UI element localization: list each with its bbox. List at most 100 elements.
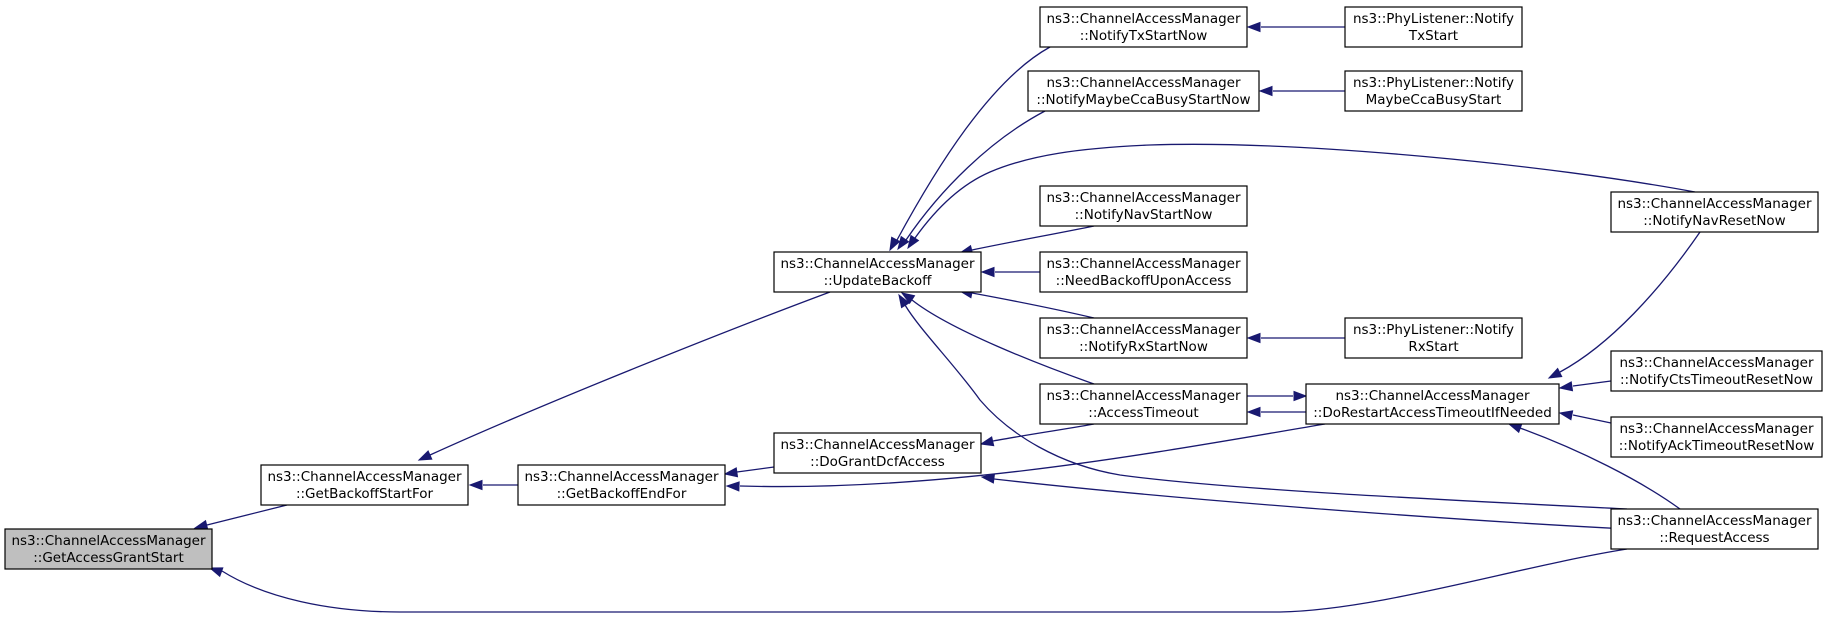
node-dgda[interactable]: ns3::ChannelAccessManager::DoGrantDcfAcc… [773, 432, 982, 474]
node-label-line2: ::NotifyNavStartNow [1075, 207, 1213, 223]
node-label-line2: ::DoRestartAccessTimeoutIfNeeded [1313, 405, 1552, 421]
node-label-line1: ns3::ChannelAccessManager [1046, 322, 1241, 338]
node-box[interactable] [1610, 350, 1823, 392]
arrow-head [208, 567, 224, 578]
edge-line [911, 299, 1095, 385]
edge-line [971, 225, 1095, 251]
edge-line [896, 46, 1051, 241]
node-ub[interactable]: ns3::ChannelAccessManager::UpdateBackoff [773, 251, 982, 293]
node-box[interactable] [1039, 185, 1248, 227]
node-nmcbs[interactable]: ns3::ChannelAccessManager::NotifyMaybeCc… [1027, 70, 1260, 112]
node-box[interactable] [1027, 70, 1260, 112]
arrow-head [1246, 406, 1261, 418]
node-label-line2: ::NeedBackoffUponAccess [1056, 273, 1232, 289]
node-drat[interactable]: ns3::ChannelAccessManager::DoRestartAcce… [1305, 383, 1560, 425]
edge-line [221, 548, 1628, 613]
arrow-head [1558, 410, 1574, 421]
edge-line [429, 291, 831, 456]
edge-nnavr-to-drat [1547, 231, 1701, 379]
node-box[interactable] [773, 251, 982, 293]
arrow-head [897, 235, 910, 251]
node-gbsf[interactable]: ns3::ChannelAccessManager::GetBackoffSta… [260, 464, 469, 506]
node-nbua[interactable]: ns3::ChannelAccessManager::NeedBackoffUp… [1039, 251, 1248, 293]
node-label-line1: ns3::ChannelAccessManager [11, 533, 206, 549]
arrow-head [1507, 423, 1523, 434]
edge-ub-to-gbsf [417, 291, 831, 461]
node-label-line1: ns3::ChannelAccessManager [524, 469, 719, 485]
root-node-box[interactable] [4, 528, 213, 570]
node-ntxs[interactable]: ns3::ChannelAccessManager::NotifyTxStart… [1039, 6, 1248, 48]
node-label-line1: ns3::ChannelAccessManager [1046, 388, 1241, 404]
edge-line [992, 423, 1095, 442]
node-label-line2: ::GetBackoffStartFor [296, 486, 434, 502]
node-label-line1: ns3::ChannelAccessManager [1046, 11, 1241, 27]
edge-drat-to-gbef [725, 423, 1326, 492]
node-box[interactable] [517, 464, 726, 506]
node-label-line1: ns3::PhyListener::Notify [1353, 11, 1514, 27]
node-box[interactable] [773, 432, 982, 474]
edge-line [1519, 427, 1681, 510]
arrow-head [979, 436, 995, 447]
edge-line [1559, 231, 1701, 373]
node-box[interactable] [1344, 317, 1523, 359]
node-label-line1: ns3::ChannelAccessManager [1617, 196, 1812, 212]
node-nnavs[interactable]: ns3::ChannelAccessManager::NotifyNavStar… [1039, 185, 1248, 227]
node-nnavr[interactable]: ns3::ChannelAccessManager::NotifyNavRese… [1610, 191, 1819, 233]
node-box[interactable] [1039, 251, 1248, 293]
node-gbef[interactable]: ns3::ChannelAccessManager::GetBackoffEnd… [517, 464, 726, 506]
edge-line [1572, 414, 1612, 424]
node-nctsr[interactable]: ns3::ChannelAccessManager::NotifyCtsTime… [1610, 350, 1823, 392]
node-label-line2: ::DoGrantDcfAccess [810, 454, 945, 470]
node-label-line1: ns3::ChannelAccessManager [1046, 256, 1241, 272]
arrow-head [417, 450, 433, 461]
node-label-line1: ns3::ChannelAccessManager [1046, 75, 1241, 91]
edge-gbef-to-gbsf [468, 479, 518, 491]
node-label-line2: ::NotifyNavResetNow [1643, 213, 1785, 229]
node-box[interactable] [1610, 508, 1819, 550]
node-label-line1: ns3::ChannelAccessManager [1619, 421, 1814, 437]
node-nackr[interactable]: ns3::ChannelAccessManager::NotifyAckTime… [1610, 416, 1823, 458]
arrow-head [1258, 85, 1273, 97]
node-label-line2: ::NotifyMaybeCcaBusyStartNow [1036, 92, 1250, 108]
edge-nctsr-to-drat [1558, 380, 1612, 392]
node-box[interactable] [1344, 6, 1523, 48]
edge-plrx-to-nrxs [1246, 332, 1345, 344]
edge-nnavr-to-ub [907, 143, 1696, 250]
edge-at-to-dgda [979, 423, 1095, 447]
edge-plcca-to-nmcbs [1258, 85, 1345, 97]
edge-line [739, 423, 1326, 488]
edge-nrxs-to-ub [958, 288, 1095, 319]
node-at[interactable]: ns3::ChannelAccessManager::AccessTimeout [1039, 383, 1248, 425]
edge-line [904, 304, 1628, 510]
node-label-line1: ns3::ChannelAccessManager [780, 437, 975, 453]
node-gagst[interactable]: ns3::ChannelAccessManager::GetAccessGran… [4, 528, 213, 570]
node-box[interactable] [1305, 383, 1560, 425]
node-box[interactable] [260, 464, 469, 506]
node-label-line2: ::UpdateBackoff [824, 273, 933, 289]
edge-pltx-to-ntxs [1246, 21, 1345, 33]
edge-dgda-to-gbef [723, 466, 775, 478]
node-plcca[interactable]: ns3::PhyListener::NotifyMaybeCcaBusyStar… [1344, 70, 1523, 112]
node-label-line2: RxStart [1408, 339, 1458, 355]
edge-ntxs-to-ub [889, 46, 1051, 252]
node-box[interactable] [1610, 191, 1819, 233]
edge-line [736, 466, 775, 473]
node-ra[interactable]: ns3::ChannelAccessManager::RequestAccess [1610, 508, 1819, 550]
node-nrxs[interactable]: ns3::ChannelAccessManager::NotifyRxStart… [1039, 317, 1248, 359]
node-box[interactable] [1039, 317, 1248, 359]
node-label-line2: ::RequestAccess [1659, 530, 1769, 546]
node-box[interactable] [1610, 416, 1823, 458]
node-plrx[interactable]: ns3::PhyListener::NotifyRxStart [1344, 317, 1523, 359]
node-box[interactable] [1039, 6, 1248, 48]
edges-layer [193, 21, 1701, 613]
arrow-head [1246, 21, 1261, 33]
node-label-line2: ::GetBackoffEndFor [557, 486, 687, 502]
node-pltx[interactable]: ns3::PhyListener::NotifyTxStart [1344, 6, 1523, 48]
nodes-layer: ns3::ChannelAccessManager::GetAccessGran… [4, 6, 1823, 570]
node-box[interactable] [1039, 383, 1248, 425]
node-box[interactable] [1344, 70, 1523, 112]
arrow-head [1293, 390, 1308, 402]
node-label-line2: TxStart [1408, 28, 1458, 44]
node-label-line2: MaybeCcaBusyStart [1366, 92, 1502, 108]
